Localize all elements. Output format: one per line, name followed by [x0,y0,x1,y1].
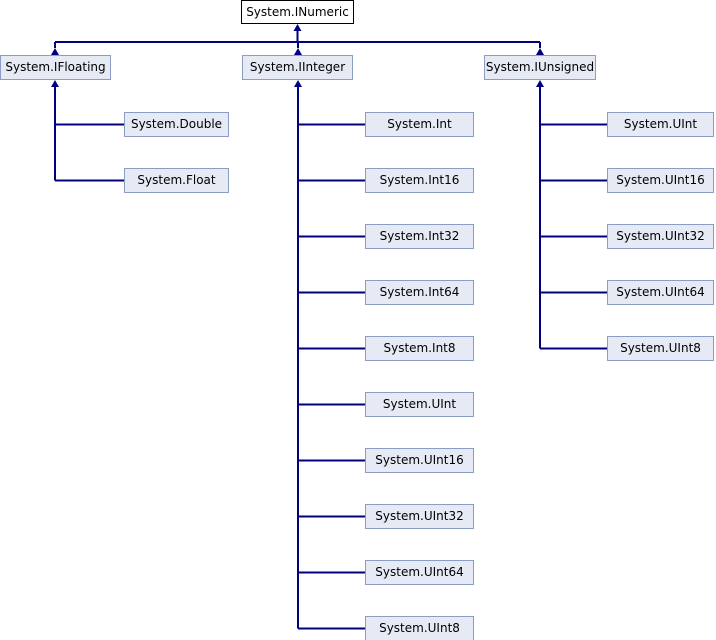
class-node-iinteger-child-4[interactable]: System.Int8 [365,336,474,361]
class-node-iinteger-child-8[interactable]: System.UInt64 [365,560,474,585]
class-node-iinteger-child-3[interactable]: System.Int64 [365,280,474,305]
class-node-ifloating[interactable]: System.IFloating [0,55,111,80]
class-node-iinteger-child-9[interactable]: System.UInt8 [365,616,474,640]
arrowhead-trunk-ifloating [51,80,59,87]
arrowhead-ifloating [51,48,59,55]
class-node-iinteger[interactable]: System.IInteger [242,55,353,80]
arrowhead-trunk-iunsigned [536,80,544,87]
class-node-iunsigned[interactable]: System.IUnsigned [484,55,596,80]
class-node-iunsigned-child-1[interactable]: System.UInt16 [607,168,714,193]
arrowhead-iinteger [294,48,302,55]
class-node-iunsigned-child-3[interactable]: System.UInt64 [607,280,714,305]
arrowhead-iunsigned [536,48,544,55]
class-node-iunsigned-child-2[interactable]: System.UInt32 [607,224,714,249]
class-node-iinteger-child-7[interactable]: System.UInt32 [365,504,474,529]
class-node-iunsigned-child-0[interactable]: System.UInt [607,112,714,137]
class-node-root[interactable]: System.INumeric [241,0,354,24]
class-node-ifloating-child-0[interactable]: System.Double [124,112,229,137]
class-node-iinteger-child-6[interactable]: System.UInt16 [365,448,474,473]
class-node-ifloating-child-1[interactable]: System.Float [124,168,229,193]
class-node-iunsigned-child-4[interactable]: System.UInt8 [607,336,714,361]
arrowhead-trunk-iinteger [294,80,302,87]
class-node-iinteger-child-1[interactable]: System.Int16 [365,168,474,193]
arrowhead-root [293,24,302,31]
class-node-iinteger-child-2[interactable]: System.Int32 [365,224,474,249]
class-node-iinteger-child-5[interactable]: System.UInt [365,392,474,417]
class-node-iinteger-child-0[interactable]: System.Int [365,112,474,137]
